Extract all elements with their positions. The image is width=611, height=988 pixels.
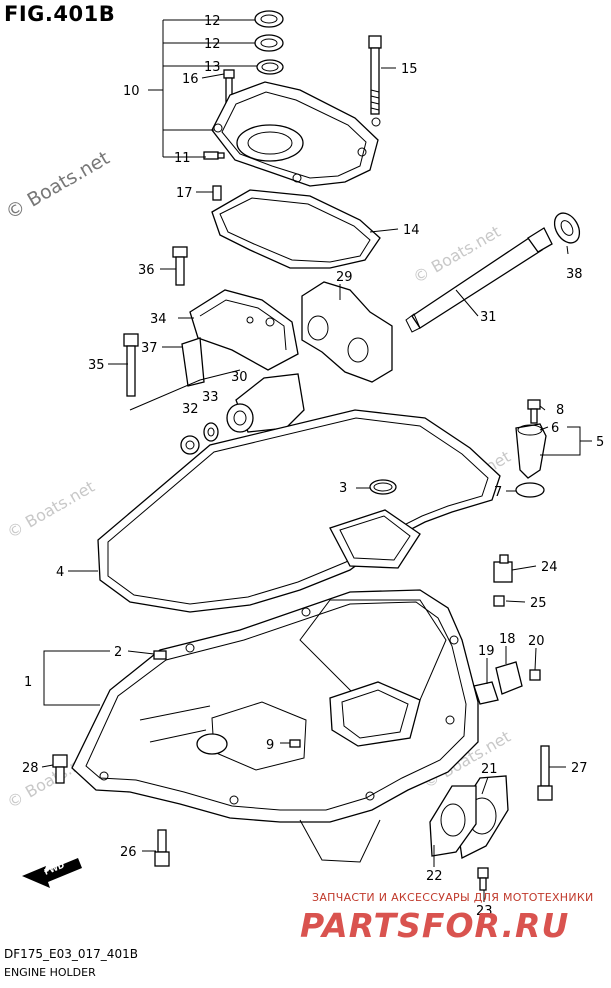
callout-26: 26 [120, 845, 137, 860]
callout-25: 25 [530, 596, 547, 611]
callout-21: 21 [481, 762, 498, 777]
callout-23: 23 [476, 904, 493, 919]
gasket-4 [97, 409, 501, 613]
bracket-37 [181, 337, 205, 387]
callout-2: 2 [114, 645, 122, 660]
bolt-25 [493, 595, 505, 607]
bolt-8 [527, 399, 541, 424]
bolt-27 [537, 745, 553, 801]
bolt-36 [172, 246, 188, 286]
callout-27: 27 [571, 761, 588, 776]
fwd-arrow-icon [22, 858, 82, 888]
mount-29 [301, 281, 393, 383]
callout-11: 11 [174, 151, 191, 166]
callout-4: 4 [56, 565, 64, 580]
rubber-mount-30 [226, 373, 305, 433]
callout-37: 37 [141, 341, 158, 356]
bolt-15 [368, 35, 382, 115]
bolt-20 [529, 669, 541, 681]
callout-12a: 12 [204, 14, 221, 29]
bolt-11 [203, 151, 225, 160]
callout-36: 36 [138, 263, 155, 278]
leader-lines [41, 19, 592, 902]
callout-12b: 12 [204, 37, 221, 52]
plug-9 [289, 739, 301, 748]
oil-seal-housing-10 [211, 81, 381, 187]
bolt-28 [52, 754, 68, 784]
callout-15: 15 [401, 62, 418, 77]
callout-1: 1 [24, 675, 32, 690]
figure-title: FIG.401B [4, 2, 116, 26]
callout-38: 38 [566, 267, 583, 282]
oil-pan-1 [71, 589, 479, 863]
callout-13: 13 [204, 60, 221, 75]
callout-14: 14 [403, 223, 420, 238]
bolt-26 [154, 829, 170, 867]
callout-10: 10 [123, 84, 140, 99]
bolt-35 [123, 333, 139, 397]
callout-22: 22 [426, 869, 443, 884]
callout-30: 30 [231, 370, 248, 385]
gasket-22 [429, 785, 477, 857]
callout-32: 32 [182, 402, 199, 417]
callout-20: 20 [528, 634, 545, 649]
shaft-31 [405, 227, 553, 333]
callout-35: 35 [88, 358, 105, 373]
figure-name: ENGINE HOLDER [4, 966, 96, 979]
sensor-24 [493, 554, 513, 583]
callout-28: 28 [22, 761, 39, 776]
nut-32 [180, 435, 200, 455]
callout-5: 5 [596, 435, 604, 450]
callout-7: 7 [494, 485, 502, 500]
gasket-19 [473, 681, 499, 705]
callout-19: 19 [478, 644, 495, 659]
callout-6: 6 [551, 421, 559, 436]
seal-38 [553, 212, 581, 244]
dowel-pin-17 [212, 185, 222, 201]
callout-16: 16 [182, 72, 199, 87]
washer-33 [203, 422, 219, 442]
model-code: DF175_E03_017_401B [4, 947, 138, 961]
mount-bracket-34 [189, 289, 299, 371]
callout-9: 9 [266, 738, 274, 753]
callout-8: 8 [556, 403, 564, 418]
shop-tagline: ЗАПЧАСТИ И АКСЕССУАРЫ ДЛЯ МОТОТЕХНИКИ [312, 891, 594, 904]
callout-29: 29 [336, 270, 353, 285]
o-ring-13 [256, 59, 284, 75]
callout-labels: 1 2 3 4 5 6 7 8 9 10 11 12 12 13 14 15 1… [22, 14, 604, 919]
bracket-18 [495, 661, 523, 695]
gasket-14 [211, 189, 381, 269]
pipe-6 [515, 423, 547, 479]
oil-seal-12-upper [254, 10, 284, 28]
callout-18: 18 [499, 632, 516, 647]
callout-17: 17 [176, 186, 193, 201]
callout-31: 31 [480, 310, 497, 325]
shop-logo: PARTSFOR.RU [300, 906, 570, 945]
callout-34: 34 [150, 312, 167, 327]
callout-3: 3 [339, 481, 347, 496]
bolt-23 [477, 867, 489, 891]
bolt-2 [153, 650, 167, 660]
callout-33: 33 [202, 390, 219, 405]
oil-seal-12-lower [254, 34, 284, 52]
o-ring-7 [515, 482, 545, 498]
o-ring-3 [369, 479, 397, 495]
callout-24: 24 [541, 560, 558, 575]
